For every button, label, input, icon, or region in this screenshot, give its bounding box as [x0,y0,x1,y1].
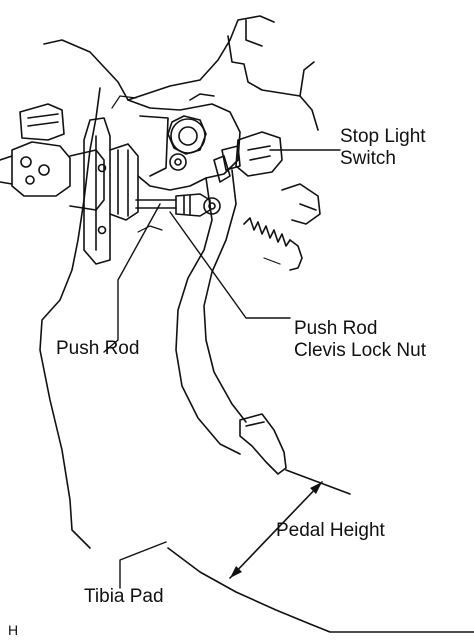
pedal-height-label: Pedal Height [276,520,385,541]
leader-lines [103,149,341,589]
figure-id-label: H [8,622,19,638]
dash-panel-outline [39,15,319,549]
misc-detail [111,95,281,265]
brake-pedal-arm [175,169,247,455]
push-rod-clevis-lock-nut-label-line1: Push Rod [294,318,378,339]
floor-line [167,547,474,633]
push-rod-clevis-lock-nut-label-line2: Clevis Lock Nut [294,340,426,361]
brake-booster-assembly [0,103,139,265]
stop-light-switch-label-line2: Switch [340,148,396,169]
pedal-pivot-bolt [167,115,207,171]
pedal-height-dimension [229,469,351,579]
push-rod [135,193,221,217]
push-rod-label: Push Rod [56,338,140,359]
stop-light-switch-label-line1: Stop Light [340,126,426,147]
stop-light-switch [213,131,283,183]
pedal-pad [239,413,287,475]
tibia-pad-label: Tibia Pad [84,586,164,607]
return-spring [243,183,321,271]
pedal-bracket [127,93,241,191]
stop-light-switch-label: Stop Light Switch [340,126,426,170]
push-rod-clevis-lock-nut-label: Push Rod Clevis Lock Nut [294,318,426,362]
